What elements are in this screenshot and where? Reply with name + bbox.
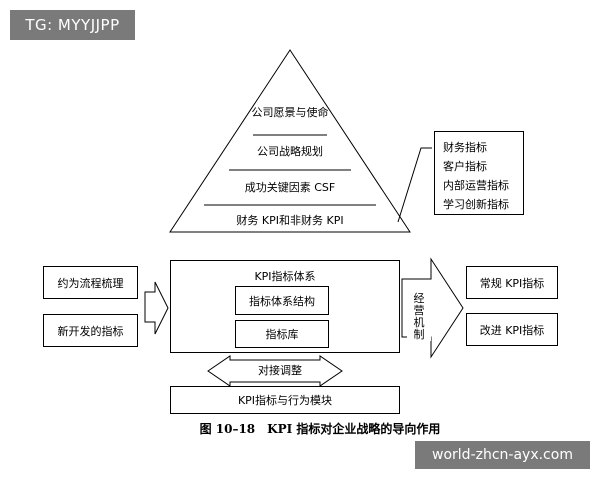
input-arrow [144, 281, 169, 335]
pyramid-level-kpi: 财务 KPI和非财务 KPI [236, 214, 344, 227]
behavior-module-box: KPI指标与行为模块 [170, 386, 400, 414]
pyramid-level-vision: 公司愿景与使命 [251, 106, 329, 119]
kpi-type-item: 学习创新指标 [443, 198, 509, 211]
kpi-structure-box: 指标体系结构 [235, 286, 329, 315]
kpi-library-label: 指标库 [265, 328, 299, 341]
kpi-library-box: 指标库 [235, 320, 329, 348]
output-regular-kpi-label: 常规 KPI指标 [479, 276, 545, 290]
kpi-system-title: KPI指标体系 [254, 270, 316, 283]
output-regular-kpi-box: 常规 KPI指标 [466, 266, 558, 299]
behavior-module-label: KPI指标与行为模块 [237, 394, 333, 407]
kpi-structure-label: 指标体系结构 [249, 294, 315, 308]
pyramid-level-strategy: 公司战略规划 [257, 145, 323, 158]
mechanism-label: 经营机制 [407, 293, 431, 341]
kpi-type-item: 财务指标 [443, 141, 487, 154]
input-process-review-label: 约为流程梳理 [57, 276, 124, 290]
adjust-vertical-arrow [207, 355, 343, 387]
input-new-indicators-label: 新开发的指标 [57, 324, 124, 338]
top-left-watermark: TG: MYYJJPP [10, 10, 135, 40]
bottom-right-watermark: world-zhcn-ayx.com [415, 441, 590, 469]
kpi-type-item: 客户指标 [443, 160, 487, 173]
pyramid-to-kpi-types-line [397, 147, 432, 223]
kpi-type-item: 内部运营指标 [443, 179, 509, 192]
input-process-review-box: 约为流程梳理 [43, 266, 138, 299]
output-improve-kpi-label: 改进 KPI指标 [479, 323, 545, 337]
pyramid-level-csf: 成功关键因素 CSF [244, 181, 336, 194]
kpi-types-box: 财务指标 客户指标 内部运营指标 学习创新指标 [434, 131, 524, 215]
figure-caption: 图 10–18 KPI 指标对企业战略的导向作用 [199, 422, 441, 436]
adjust-label: 对接调整 [258, 364, 302, 377]
pyramid-outline [169, 49, 411, 233]
output-improve-kpi-box: 改进 KPI指标 [466, 313, 558, 346]
input-new-indicators-box: 新开发的指标 [43, 314, 138, 347]
